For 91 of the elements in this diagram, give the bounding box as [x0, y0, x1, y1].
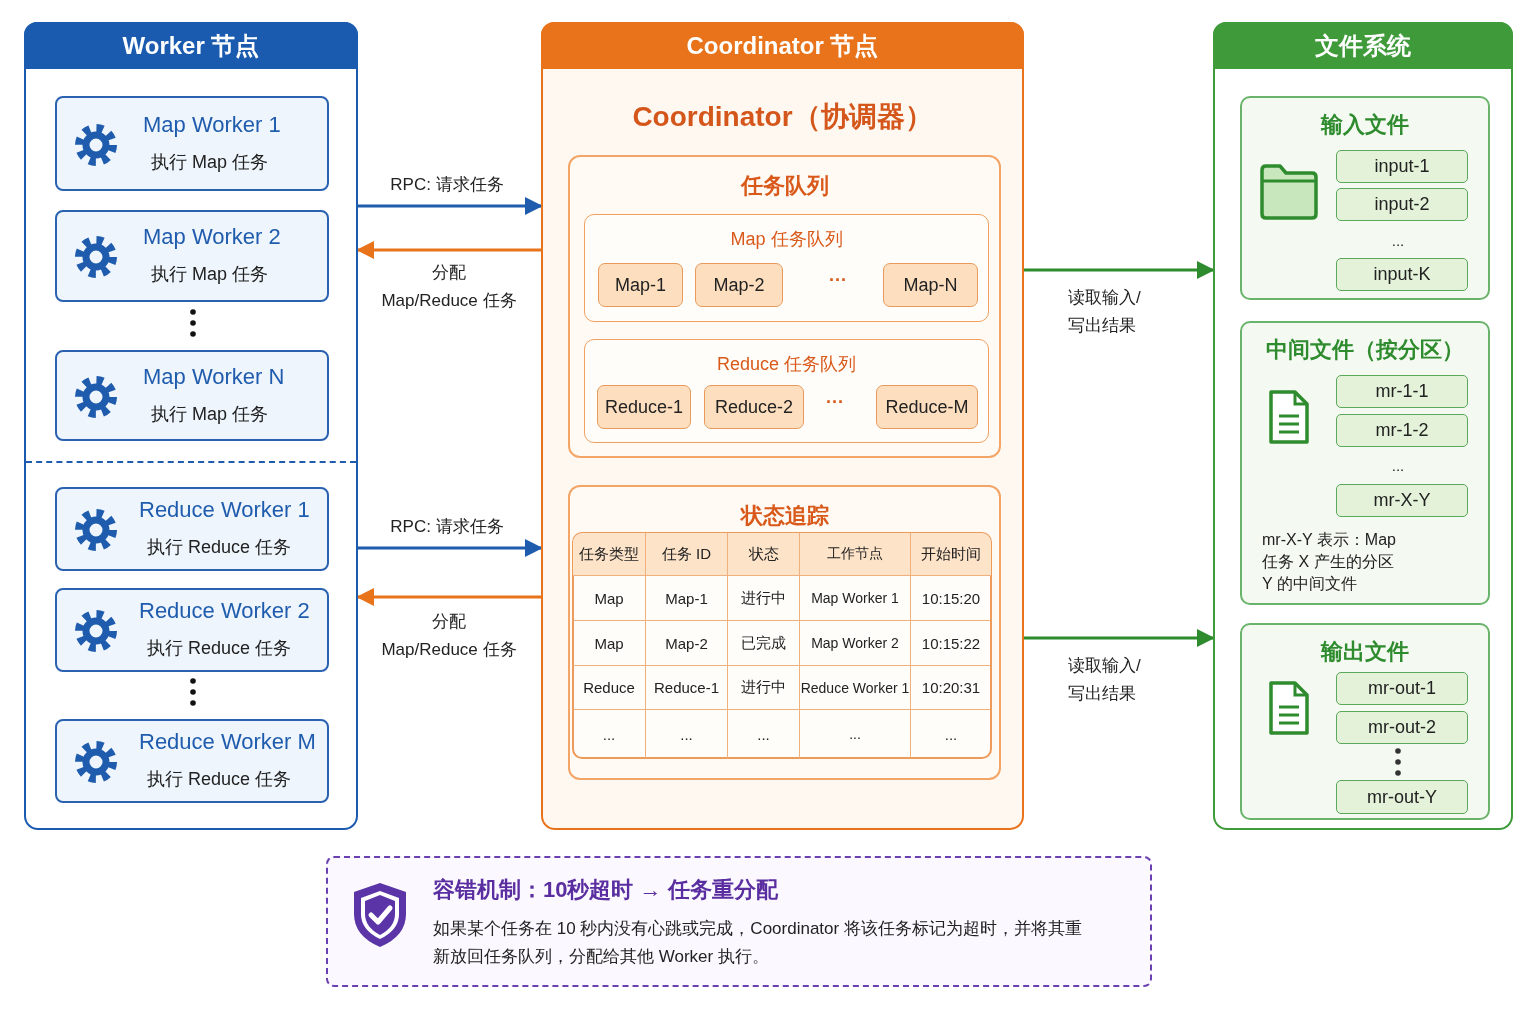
- table-header-cell: 任务 ID: [646, 533, 728, 576]
- file-box: mr-X-Y: [1336, 484, 1468, 517]
- table-cell: ...: [646, 710, 728, 758]
- note-box: [326, 856, 1152, 987]
- arrow: [356, 241, 541, 259]
- table-cell: 已完成: [728, 621, 800, 666]
- table-cell: ...: [800, 710, 911, 758]
- table-cell: 进行中: [728, 576, 800, 621]
- ellipsis: ···: [829, 269, 847, 291]
- table-cell: 10:15:22: [911, 621, 991, 666]
- worker-title: Reduce Worker M: [139, 729, 316, 755]
- panel-header: Coordinator 节点: [541, 22, 1024, 69]
- table-cell: Map Worker 2: [800, 621, 911, 666]
- table-cell: Map: [573, 621, 646, 666]
- worker-box: [55, 96, 329, 191]
- task-box: Map-1: [598, 263, 683, 307]
- task-box: Map-2: [695, 263, 783, 307]
- worker-subtitle: 执行 Reduce 任务: [147, 637, 292, 660]
- worker-title: Reduce Worker 1: [139, 497, 310, 523]
- table-cell: Map Worker 1: [800, 576, 911, 621]
- table-cell: Map: [573, 576, 646, 621]
- file-box: mr-out-2: [1336, 711, 1468, 744]
- panel-header: 文件系统: [1213, 22, 1513, 69]
- file-box: mr-1-1: [1336, 375, 1468, 408]
- task-box: Map-N: [883, 263, 978, 307]
- file-box: mr-1-2: [1336, 414, 1468, 447]
- worker-subtitle: 执行 Map 任务: [151, 150, 269, 174]
- file-box: mr-out-Y: [1336, 780, 1468, 814]
- group-title: 状态追踪: [739, 502, 830, 530]
- file-group-box: [1240, 623, 1490, 820]
- task-box: Reduce-1: [597, 385, 691, 429]
- table-header-cell: 状态: [728, 533, 800, 576]
- group-title: 中间文件（按分区）: [1265, 336, 1465, 364]
- table-header-cell: 开始时间: [911, 533, 991, 576]
- worker-box: [55, 350, 329, 441]
- worker-box: [55, 719, 329, 803]
- table-cell: ...: [573, 710, 646, 758]
- worker-subtitle: 执行 Reduce 任务: [147, 536, 292, 559]
- table-cell-text: ...: [943, 724, 959, 745]
- file-group-box: [1240, 96, 1490, 300]
- file-box: input-2: [1336, 188, 1468, 221]
- ellipsis: ···: [826, 391, 844, 413]
- queue-title: Map 任务队列: [729, 228, 844, 251]
- table-cell: Reduce Worker 1: [800, 666, 911, 710]
- file-box: input-1: [1336, 150, 1468, 183]
- group-title: 输出文件: [1319, 638, 1410, 666]
- table-cell: Map-1: [646, 576, 728, 621]
- group-title: 任务队列: [739, 172, 830, 200]
- note-text: mr-X-Y 表示：Map 任务 X 产生的分区 Y 的中间文件: [1262, 530, 1397, 594]
- worker-title: Map Worker 1: [143, 111, 281, 138]
- ellipsis: ...: [1391, 231, 1405, 249]
- worker-box: [55, 588, 329, 672]
- table-cell: Reduce-1: [646, 666, 728, 710]
- note-title: 容错机制：10秒超时 → 任务重分配: [433, 876, 778, 904]
- queue-box: [584, 339, 989, 443]
- file-box: mr-out-1: [1336, 672, 1468, 705]
- note-text: 如果某个任务在 10 秒内没有心跳或完成，Coordinator 将该任务标记为超时，并将其重新放回任务队列，分配给其他 Worker 执行。: [433, 918, 1083, 968]
- table-cell: 进行中: [728, 666, 800, 710]
- task-box: Reduce-M: [876, 385, 978, 429]
- ellipsis: ...: [1391, 456, 1405, 474]
- panel: [1213, 22, 1513, 830]
- worker-title: Map Worker N: [143, 363, 285, 390]
- queue-title: Reduce 任务队列: [715, 353, 857, 376]
- file-box: input-K: [1336, 258, 1468, 291]
- panel: [24, 22, 358, 830]
- group-title: 输入文件: [1319, 111, 1410, 139]
- arrow: [1024, 629, 1215, 647]
- worker-subtitle: 执行 Reduce 任务: [147, 768, 292, 791]
- worker-subtitle: 执行 Map 任务: [151, 263, 269, 286]
- table-cell: Reduce: [573, 666, 646, 710]
- worker-box: [55, 210, 329, 302]
- worker-title: Map Worker 2: [143, 224, 281, 250]
- queue-box: [584, 214, 989, 322]
- table-cell: 10:15:20: [911, 576, 991, 621]
- arrow: [1024, 261, 1215, 279]
- table-header-cell: 工作节点: [800, 533, 911, 576]
- table-header-cell: 任务类型: [573, 533, 646, 576]
- task-box: Reduce-2: [704, 385, 804, 429]
- arrow: [358, 539, 543, 557]
- table-cell: ...: [728, 710, 800, 758]
- group-box: [568, 155, 1001, 458]
- table-cell: 10:20:31: [911, 666, 991, 710]
- worker-title: Reduce Worker 2: [139, 598, 310, 624]
- panel-header: Worker 节点: [24, 22, 358, 69]
- worker-subtitle: 执行 Map 任务: [151, 402, 269, 426]
- panel-subtitle: Coordinator（协调器）: [631, 100, 934, 134]
- worker-box: [55, 487, 329, 571]
- arrow: [358, 197, 543, 215]
- table-cell: Map-2: [646, 621, 728, 666]
- arrow: [356, 588, 541, 606]
- file-group-box: [1240, 321, 1490, 605]
